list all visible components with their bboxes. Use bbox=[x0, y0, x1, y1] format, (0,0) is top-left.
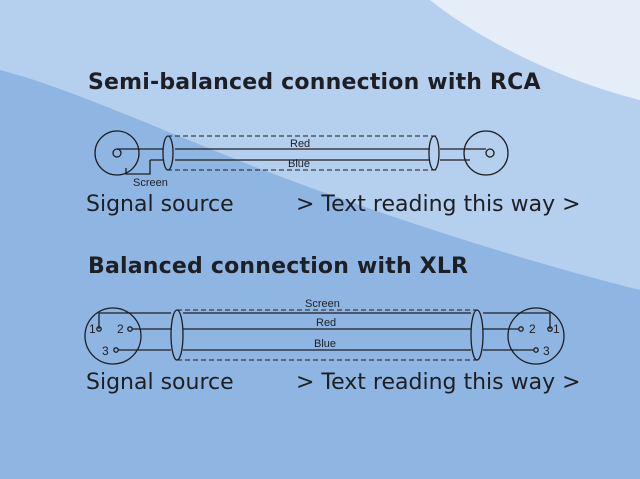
xlr-wiring-diagram: 1 2 3 2 1 3 Screen Red Blue bbox=[84, 298, 565, 365]
rca-right-connector bbox=[463, 130, 509, 176]
xlr-direction-label: > Text reading this way > bbox=[296, 370, 581, 395]
xlr-right-pin-3: 3 bbox=[543, 344, 550, 358]
xlr-left-pin-3: 3 bbox=[102, 344, 109, 358]
rca-blue-label: Blue bbox=[288, 158, 310, 170]
xlr-source-label: Signal source bbox=[86, 370, 234, 395]
xlr-shield bbox=[177, 309, 478, 361]
rca-title: Semi-balanced connection with RCA bbox=[88, 70, 541, 95]
xlr-right-pin-1: 1 bbox=[553, 322, 560, 336]
rca-wiring-diagram: Red Blue Screen bbox=[94, 130, 509, 189]
rca-left-connector bbox=[94, 130, 140, 176]
xlr-left-pin-2: 2 bbox=[117, 322, 124, 336]
xlr-left-connector bbox=[84, 307, 142, 365]
rca-right-pin bbox=[485, 148, 495, 158]
rca-screen-wire bbox=[125, 160, 151, 175]
rca-direction-label: > Text reading this way > bbox=[296, 192, 581, 217]
xlr-blue-label: Blue bbox=[314, 338, 336, 350]
xlr-right-pin-2: 2 bbox=[529, 322, 536, 336]
xlr-title: Balanced connection with XLR bbox=[88, 254, 469, 279]
rca-source-label: Signal source bbox=[86, 192, 234, 217]
rca-left-pin bbox=[112, 148, 122, 158]
rca-screen-label: Screen bbox=[133, 177, 168, 189]
xlr-left-pin-1: 1 bbox=[89, 322, 96, 336]
rca-red-label: Red bbox=[290, 138, 310, 150]
xlr-red-label: Red bbox=[316, 317, 336, 329]
rca-shield bbox=[167, 135, 436, 171]
xlr-screen-wire bbox=[98, 312, 551, 329]
xlr-right-connector bbox=[507, 307, 565, 365]
xlr-screen-label: Screen bbox=[305, 298, 340, 310]
